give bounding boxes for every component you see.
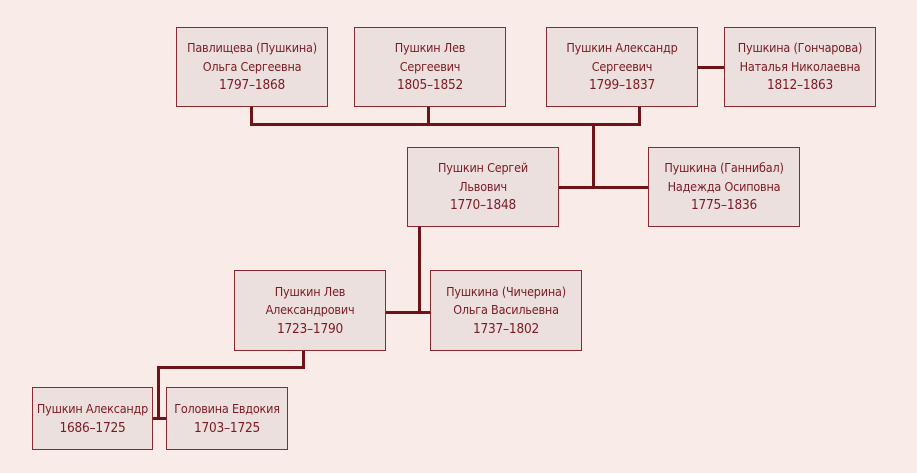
person-box-sergei-lvovich[interactable]: Пушкин Сергей Львович 1770–1848 xyxy=(407,147,559,227)
connector-line xyxy=(250,107,253,125)
person-box-lev-alexandrovich[interactable]: Пушкин Лев Александрович 1723–1790 xyxy=(234,270,386,351)
connector-line xyxy=(638,107,641,125)
person-name: Пушкин Александр xyxy=(566,40,678,56)
person-name: Александрович xyxy=(265,302,355,318)
person-name: Ольга Сергеевна xyxy=(202,58,302,74)
person-name: Сергеевич xyxy=(399,58,461,74)
person-box-evdokia-golovina[interactable]: Головина Евдокия 1703–1725 xyxy=(166,387,288,450)
person-years: 1805–1852 xyxy=(396,77,464,94)
person-years: 1723–1790 xyxy=(276,320,344,337)
person-name: Надежда Осиповна xyxy=(667,178,781,194)
connector-line xyxy=(418,227,421,313)
connector-line xyxy=(697,66,724,69)
person-name: Наталья Николаевна xyxy=(739,58,861,74)
connector-line xyxy=(558,186,648,189)
person-name: Ольга Васильевна xyxy=(453,302,559,318)
person-years: 1775–1836 xyxy=(690,197,758,214)
person-box-alexander-petrovich[interactable]: Пушкин Александр 1686–1725 xyxy=(32,387,153,450)
person-name: Пушкина (Гончарова) xyxy=(737,40,863,56)
person-years: 1812–1863 xyxy=(766,77,834,94)
person-box-lev-sergeevich[interactable]: Пушкин Лев Сергеевич 1805–1852 xyxy=(354,27,506,107)
person-name: Пушкин Лев xyxy=(394,40,466,56)
person-box-nadezhda-osipovna[interactable]: Пушкина (Ганнибал) Надежда Осиповна 1775… xyxy=(648,147,800,227)
person-name: Павлищева (Пушкина) xyxy=(187,40,317,56)
person-years: 1770–1848 xyxy=(449,197,517,214)
connector-line xyxy=(427,107,430,125)
connector-line xyxy=(250,123,641,126)
person-box-olga-vasilievna[interactable]: Пушкина (Чичерина) Ольга Васильевна 1737… xyxy=(430,270,582,351)
connector-line xyxy=(592,123,595,188)
person-years: 1797–1868 xyxy=(218,77,286,94)
person-years: 1703–1725 xyxy=(193,419,261,436)
person-name: Пушкина (Чичерина) xyxy=(446,283,566,299)
connector-line xyxy=(152,417,167,420)
person-name: Головина Евдокия xyxy=(174,401,280,416)
person-name: Пушкин Лев xyxy=(274,283,346,299)
person-years: 1799–1837 xyxy=(588,77,656,94)
person-name: Пушкин Александр xyxy=(36,401,149,416)
person-name: Львович xyxy=(459,178,507,194)
person-box-olga-sergeevna[interactable]: Павлищева (Пушкина) Ольга Сергеевна 1797… xyxy=(176,27,328,107)
connector-line xyxy=(302,350,305,368)
person-years: 1686–1725 xyxy=(59,419,126,436)
person-box-alexander-sergeevich[interactable]: Пушкин Александр Сергеевич 1799–1837 xyxy=(546,27,698,107)
connector-line xyxy=(385,311,430,314)
person-name: Пушкина (Ганнибал) xyxy=(664,160,784,176)
person-name: Сергеевич xyxy=(591,58,653,74)
person-years: 1737–1802 xyxy=(472,320,540,337)
person-box-natalia-nikolaevna[interactable]: Пушкина (Гончарова) Наталья Николаевна 1… xyxy=(724,27,876,107)
connector-line xyxy=(157,366,160,419)
connector-line xyxy=(157,366,305,369)
person-name: Пушкин Сергей xyxy=(438,160,528,176)
